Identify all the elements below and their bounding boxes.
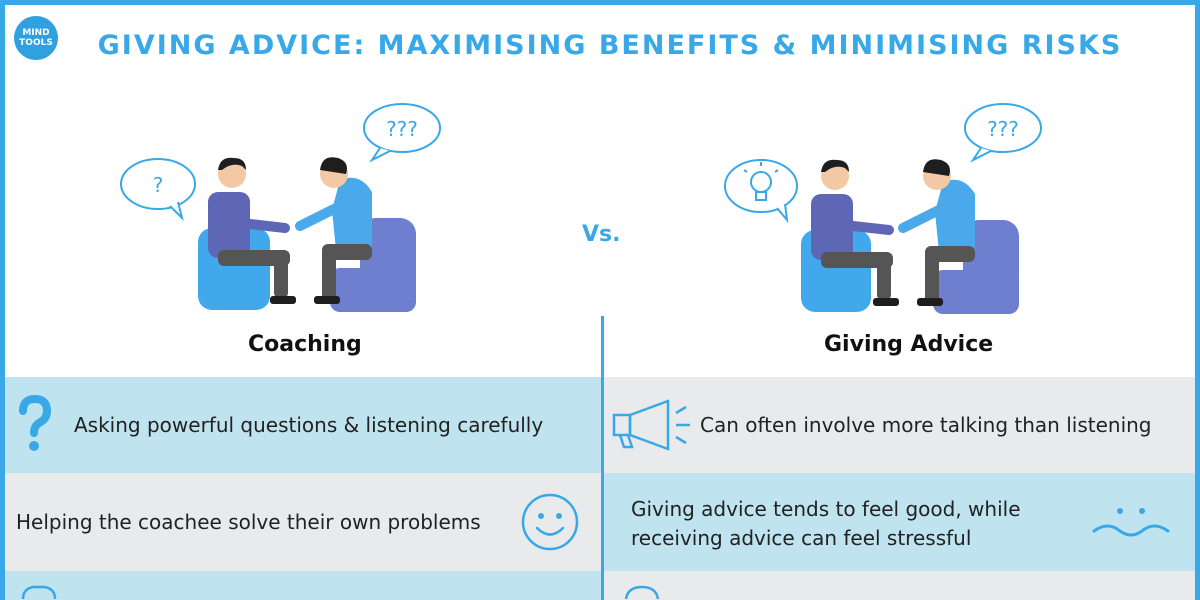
- advisor-figure: [811, 159, 899, 306]
- thought-question-text: ?: [153, 173, 164, 197]
- thought-bubble-triple-question: ???: [363, 103, 441, 163]
- partial-icon-right: [624, 585, 660, 600]
- coaching-row-1: Asking powerful questions & listening ca…: [5, 377, 601, 473]
- versus-label: Vs.: [582, 222, 621, 247]
- advice-row-1: Can often involve more talking than list…: [604, 377, 1200, 473]
- giving-advice-heading: Giving Advice: [824, 332, 994, 357]
- lightbulb-icon: [743, 162, 779, 201]
- coaching-heading: Coaching: [248, 332, 362, 357]
- thought-bubble-triple-question-advice: ???: [964, 103, 1042, 163]
- advice-illustration: ???: [724, 103, 1042, 314]
- coach-figure: [208, 157, 296, 304]
- logo-line-1: MIND: [22, 28, 50, 38]
- coachee-figure: [295, 157, 372, 304]
- sad-face-icon: [1092, 508, 1170, 537]
- mind-tools-logo: MIND TOOLS: [14, 16, 58, 60]
- partial-icon: [21, 585, 57, 600]
- thought-bubble-question: ?: [120, 158, 196, 222]
- megaphone-icon: [612, 399, 690, 451]
- coaching-row-2-text: Helping the coachee solve their own prob…: [16, 510, 481, 534]
- advisee-figure: [898, 159, 975, 306]
- coaching-row-1-text: Asking powerful questions & listening ca…: [74, 413, 544, 437]
- advice-row-2-text: Giving advice tends to feel good, while …: [631, 495, 1021, 553]
- advice-row-3: [604, 571, 1200, 600]
- advice-row-2: Giving advice tends to feel good, while …: [604, 473, 1200, 571]
- coaching-row-3: [5, 571, 601, 600]
- advice-thought-triple-text: ???: [987, 117, 1019, 141]
- advice-row-2-line-1: Giving advice tends to feel good, while: [631, 497, 1021, 521]
- page-title: GIVING ADVICE: MAXIMISING BENEFITS & MIN…: [97, 30, 1123, 61]
- smiley-face-icon: [521, 493, 579, 551]
- coaching-row-2: Helping the coachee solve their own prob…: [5, 473, 601, 571]
- advice-row-2-line-2: receiving advice can feel stressful: [631, 526, 972, 550]
- coaching-illustration: ? ???: [120, 103, 441, 312]
- thought-bubble-lightbulb: [724, 159, 798, 224]
- logo-line-2: TOOLS: [19, 38, 53, 48]
- column-divider: [601, 316, 604, 600]
- advice-row-1-text: Can often involve more talking than list…: [700, 413, 1152, 437]
- thought-triple-text: ???: [386, 117, 418, 141]
- question-mark-icon: [19, 395, 52, 451]
